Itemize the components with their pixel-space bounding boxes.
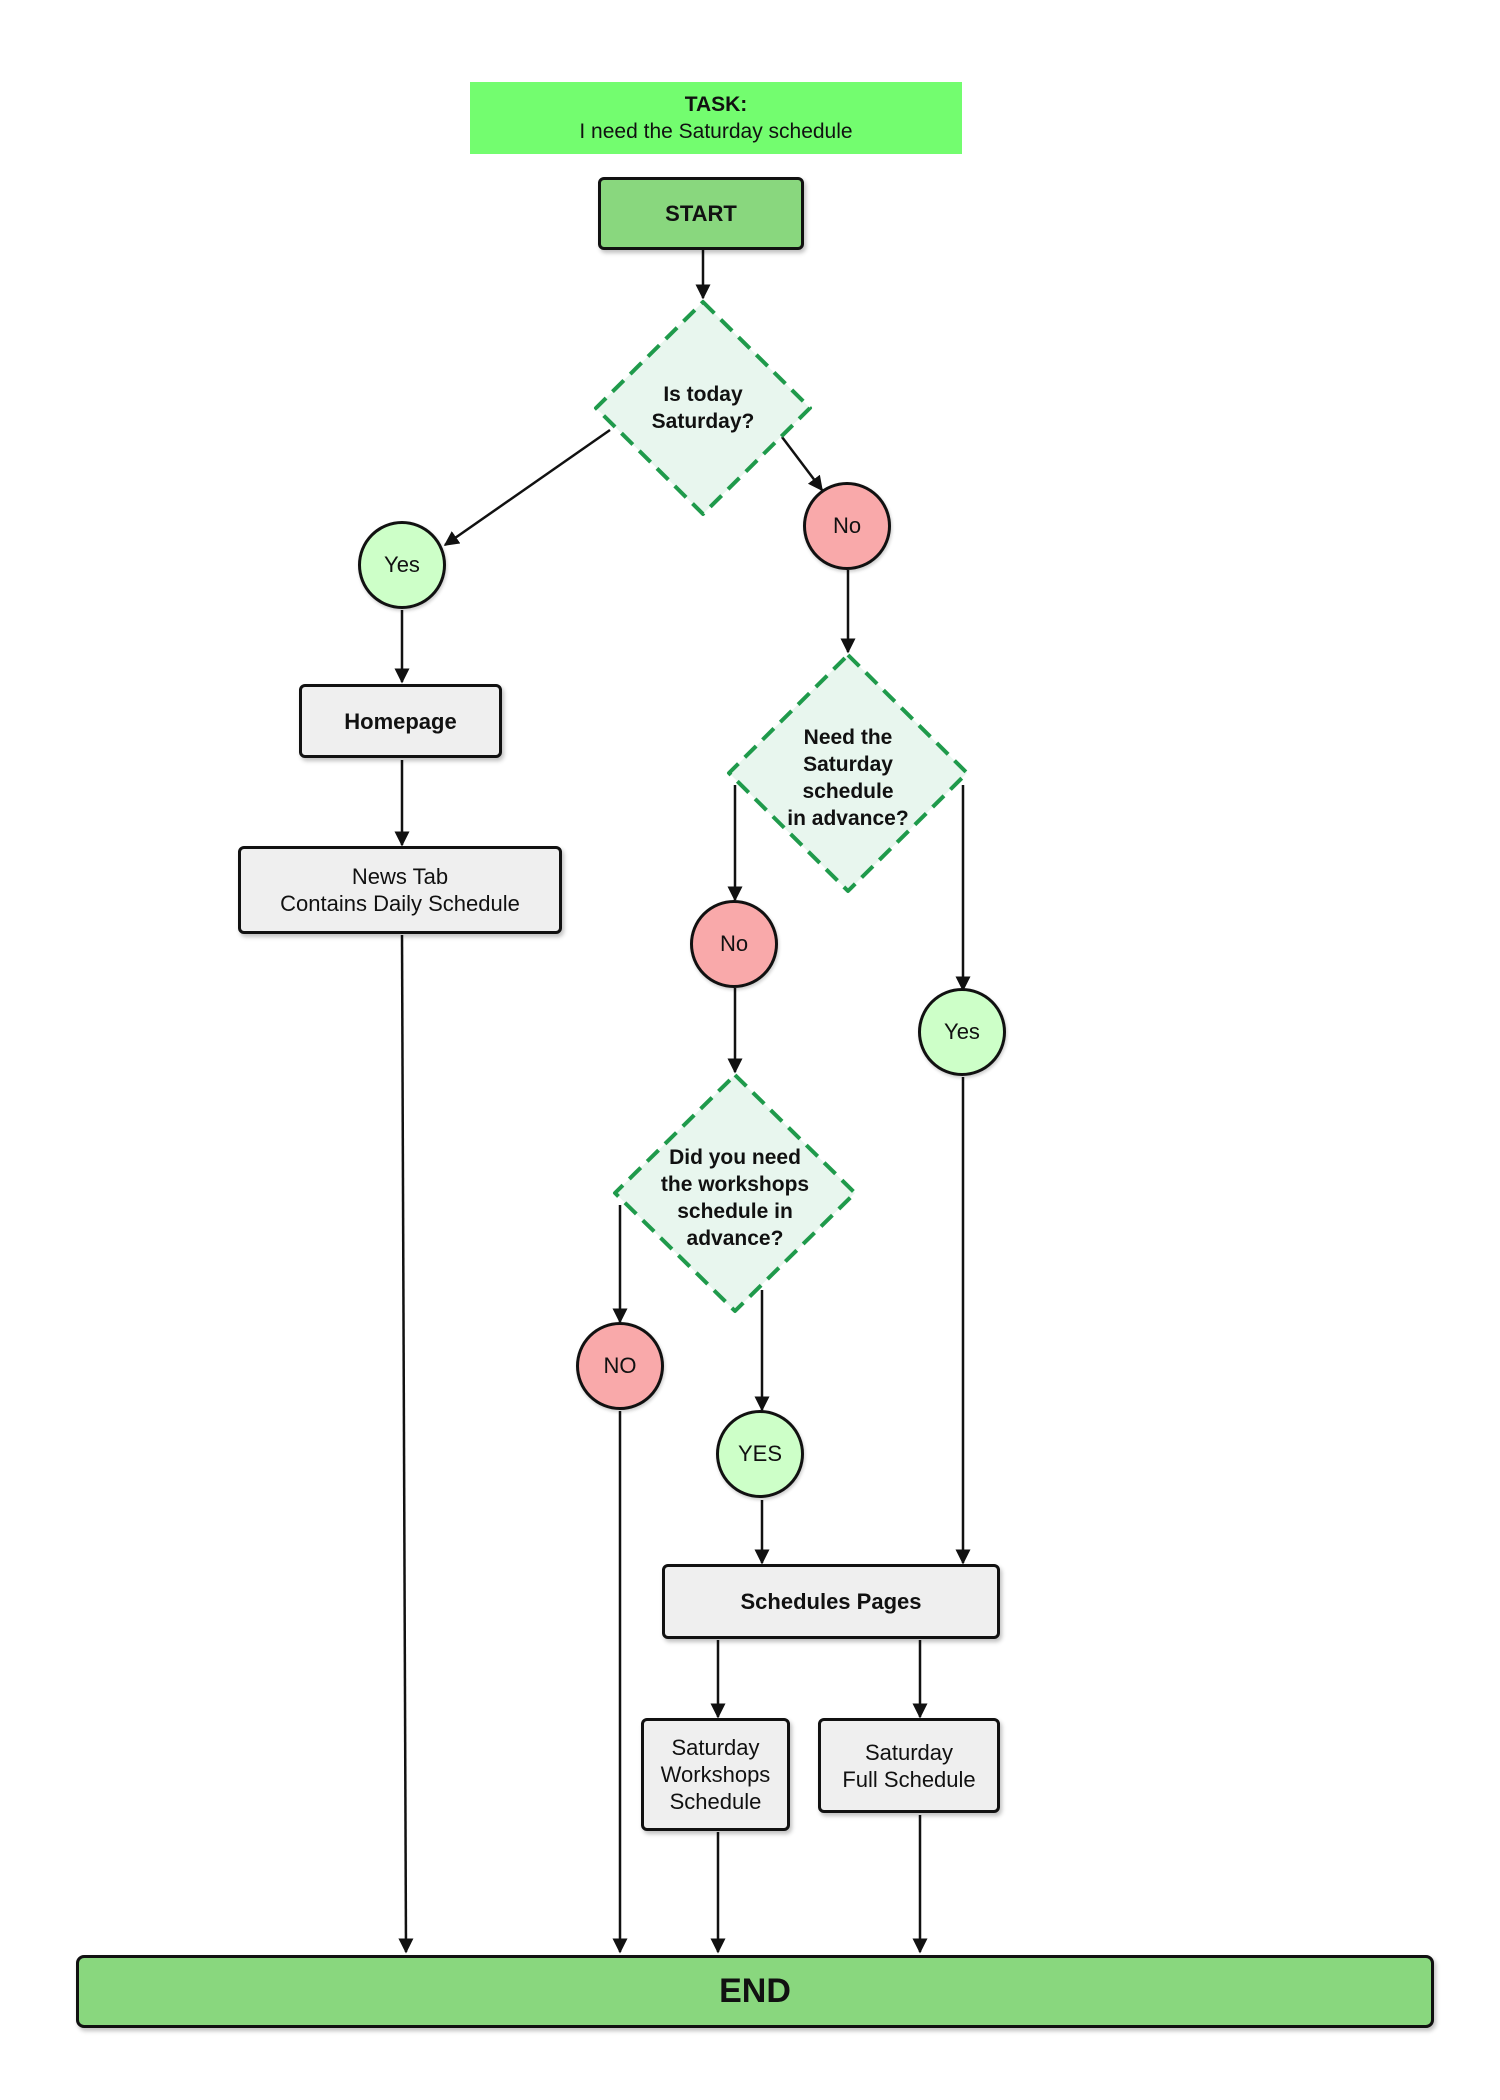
decision-workshops-line3: schedule in	[677, 1199, 793, 1223]
step-schedules-pages: Schedules Pages	[662, 1564, 1000, 1639]
decision-advance-line2: Saturday	[803, 752, 893, 776]
arrow-saturday-to-no	[781, 436, 823, 492]
answer-yes-advance-label: Yes	[944, 1019, 980, 1044]
decision-advance-line4: in advance?	[787, 806, 909, 830]
answer-yes-advance: Yes	[918, 988, 1006, 1076]
decision-saturday-line1: Is today	[663, 383, 743, 406]
answer-no-workshops-label: NO	[603, 1353, 637, 1378]
step-full-schedule-line1: Saturday	[864, 1739, 954, 1765]
step-schedules-pages-label: Schedules Pages	[740, 1589, 922, 1614]
decision-workshops-line4: advance?	[686, 1226, 784, 1250]
answer-yes-today-label: Yes	[384, 552, 420, 577]
step-news-tab: News Tab Contains Daily Schedule	[238, 846, 562, 934]
start-node: START	[598, 177, 804, 250]
decision-saturday-line2: Saturday?	[651, 410, 755, 433]
step-full-schedule: Saturday Full Schedule	[818, 1718, 1000, 1813]
decision-workshops-label: Did you need the workshops schedule in a…	[635, 1140, 835, 1255]
decision-advance-line1: Need the	[803, 725, 893, 749]
task-banner: TASK: I need the Saturday schedule	[470, 82, 962, 154]
decision-advance-line3: schedule	[802, 779, 894, 803]
step-homepage-label: Homepage	[344, 708, 457, 734]
answer-yes-workshops-label: YES	[737, 1441, 783, 1466]
end-node: END	[76, 1955, 1434, 2028]
start-label: START	[665, 201, 737, 226]
task-heading: TASK:	[684, 93, 748, 116]
decision-advance-diamond	[727, 653, 969, 893]
arrow-saturday-to-yes	[443, 428, 611, 547]
answer-no-advance: No	[690, 900, 778, 988]
task-text: I need the Saturday schedule	[579, 120, 853, 143]
answer-yes-today: Yes	[358, 521, 446, 609]
decision-workshops-line2: the workshops	[660, 1172, 810, 1196]
arrow-news-to-end	[398, 934, 414, 1954]
answer-no-workshops: NO	[576, 1322, 664, 1410]
step-news-tab-line2: Contains Daily Schedule	[280, 891, 520, 916]
decision-advance-label: Need the Saturday schedule in advance?	[748, 720, 948, 835]
step-full-schedule-line2: Full Schedule	[842, 1766, 976, 1792]
step-workshops-schedule-line1: Saturday	[671, 1735, 760, 1760]
answer-no-today-label: No	[832, 513, 862, 538]
step-workshops-schedule: Saturday Workshops Schedule	[641, 1718, 790, 1831]
step-news-tab-line1: News Tab	[351, 864, 449, 889]
step-workshops-schedule-line3: Schedule	[669, 1789, 762, 1814]
decision-workshops-diamond	[613, 1073, 857, 1313]
answer-no-today: No	[803, 482, 891, 570]
answer-yes-workshops: YES	[716, 1410, 804, 1498]
decision-saturday-diamond	[594, 300, 812, 516]
step-workshops-schedule-line2: Workshops	[660, 1762, 771, 1787]
decision-saturday-label: Is today Saturday?	[603, 368, 803, 448]
step-homepage: Homepage	[299, 684, 502, 758]
answer-no-advance-label: No	[719, 931, 749, 956]
decision-workshops-line1: Did you need	[669, 1145, 801, 1169]
end-label: END	[719, 1972, 791, 2010]
